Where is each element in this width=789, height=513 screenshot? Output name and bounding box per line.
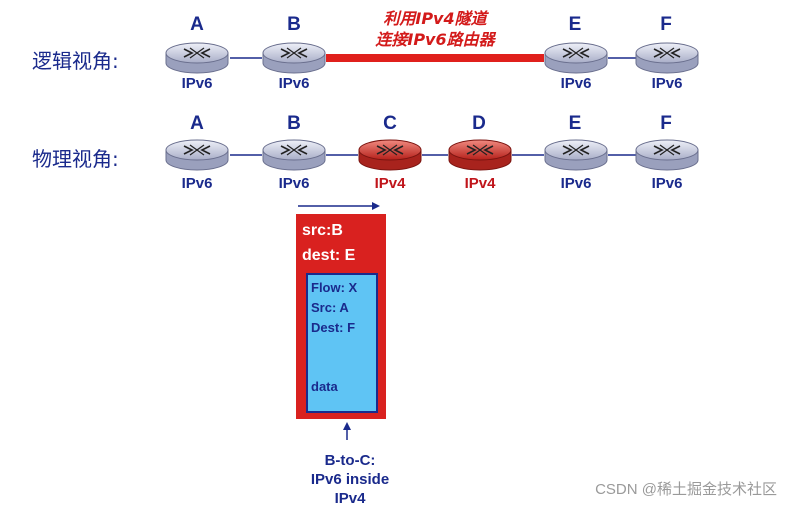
router-icon bbox=[164, 41, 230, 75]
outer-dest: dest: E bbox=[302, 247, 356, 264]
router-letter: D bbox=[472, 113, 486, 134]
router-letter: F bbox=[660, 14, 672, 35]
router-letter: B bbox=[287, 14, 301, 35]
router-letter: E bbox=[568, 14, 582, 35]
tunnel-description-line1: 利用IPv4隧道 bbox=[383, 9, 487, 28]
router-icon bbox=[261, 41, 327, 75]
router-protocol: IPv6 bbox=[651, 75, 683, 92]
router-letter: C bbox=[383, 113, 397, 134]
router-icon bbox=[634, 41, 700, 75]
router-protocol: IPv6 bbox=[651, 175, 683, 192]
router-letter: F bbox=[660, 113, 672, 134]
router-protocol: IPv6 bbox=[278, 75, 310, 92]
inner-src: Src: A bbox=[311, 300, 349, 315]
router-protocol: IPv6 bbox=[560, 75, 592, 92]
caption-pointer-head bbox=[343, 422, 351, 430]
payload: data bbox=[311, 379, 338, 394]
physical-view-label: 物理视角: bbox=[32, 147, 119, 171]
outer-src: src:B bbox=[302, 222, 343, 239]
router-protocol: IPv4 bbox=[374, 175, 406, 192]
router-icon-ipv4 bbox=[357, 138, 423, 172]
tunnel-description-line2: 连接IPv6路由器 bbox=[375, 30, 495, 49]
inner-flow: Flow: X bbox=[311, 280, 358, 295]
watermark: CSDN @稀土掘金技术社区 bbox=[595, 481, 777, 498]
router-icon-ipv4 bbox=[447, 138, 513, 172]
router-letter: A bbox=[190, 113, 204, 134]
router-protocol: IPv6 bbox=[278, 175, 310, 192]
router-protocol: IPv4 bbox=[464, 175, 496, 192]
router-icon bbox=[261, 138, 327, 172]
router-letter: E bbox=[568, 113, 582, 134]
router-letter: A bbox=[190, 14, 204, 35]
router-icon bbox=[543, 138, 609, 172]
router-icon bbox=[543, 41, 609, 75]
router-protocol: IPv6 bbox=[181, 75, 213, 92]
logical-view-label: 逻辑视角: bbox=[32, 49, 119, 73]
inner-dest: Dest: F bbox=[311, 320, 356, 335]
caption-line3: IPv4 bbox=[334, 490, 366, 507]
router-letter: B bbox=[287, 113, 301, 134]
ipv6-datagram: Flow: X Src: A Dest: F data bbox=[306, 273, 378, 413]
router-protocol: IPv6 bbox=[181, 175, 213, 192]
router-icon bbox=[634, 138, 700, 172]
router-icon bbox=[164, 138, 230, 172]
caption-line1: B-to-C: bbox=[324, 452, 376, 469]
direction-arrowhead bbox=[372, 202, 380, 210]
tunnel-description: 利用IPv4隧道 连接IPv6路由器 bbox=[350, 8, 520, 50]
router-protocol: IPv6 bbox=[560, 175, 592, 192]
packet-caption: B-to-C: IPv6 inside IPv4 bbox=[285, 451, 415, 508]
caption-line2: IPv6 inside bbox=[310, 471, 390, 488]
